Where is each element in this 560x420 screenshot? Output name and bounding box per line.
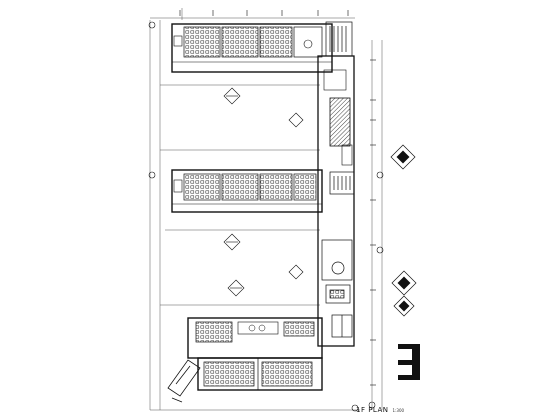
bottom-wing — [187, 317, 323, 391]
angled-entrance — [167, 359, 201, 403]
plan-title-block: 1F PLAN 1:300 — [356, 403, 404, 417]
middle-classroom-wing — [171, 169, 323, 213]
main-corridor — [317, 55, 355, 347]
grid-bubbles — [148, 21, 384, 412]
plan-scale: 1:300 — [392, 407, 405, 413]
grid-lines — [149, 8, 383, 411]
dimension-ticks — [179, 10, 376, 386]
lower-corridor-rooms — [321, 239, 353, 338]
landscape-diamonds — [390, 144, 417, 317]
diamond-symbols — [223, 87, 304, 297]
stair-three-symbol — [398, 344, 420, 380]
top-stair-block — [325, 21, 353, 57]
middle-stair-block — [329, 171, 355, 195]
plan-title: 1F PLAN — [356, 406, 389, 414]
top-classroom-wing — [171, 23, 333, 73]
